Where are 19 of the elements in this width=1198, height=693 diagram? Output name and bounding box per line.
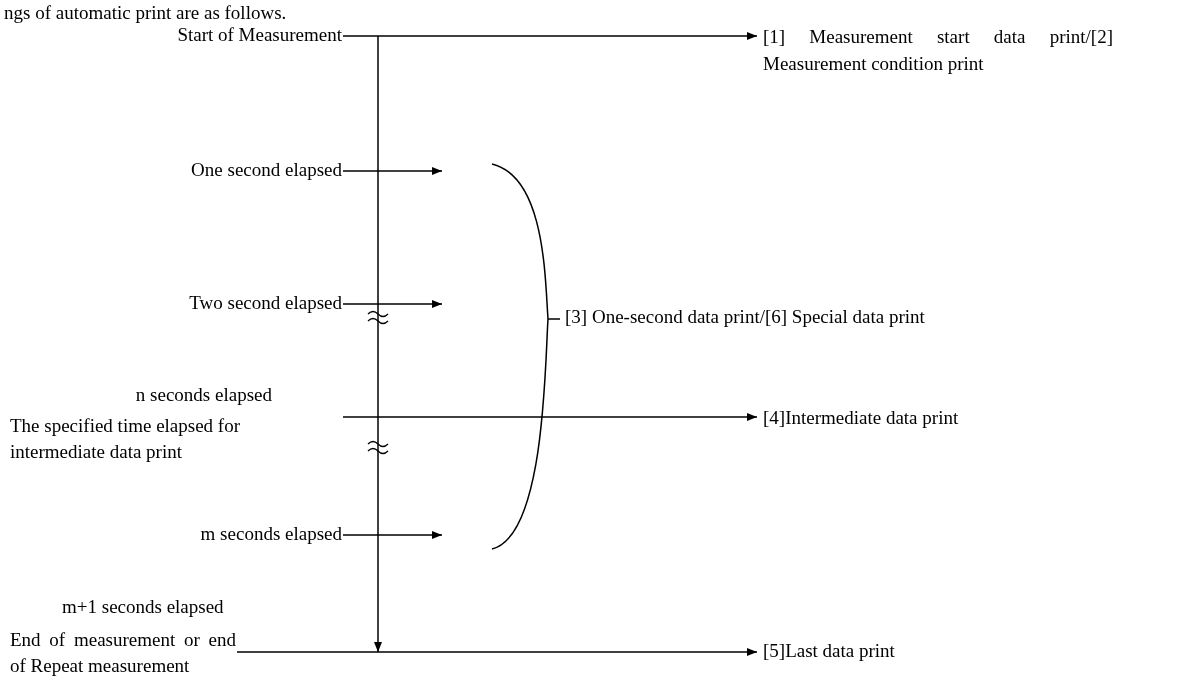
text-line: m+1 seconds elapsed <box>61 595 225 619</box>
text-line: [1] Measurement start data print/[2] Measurement condition print <box>763 25 1113 76</box>
text-line: Start of Measurement <box>176 23 342 47</box>
arrow <box>342 531 443 539</box>
text-line: n seconds elapsed <box>134 383 273 407</box>
text-line: [5]Last data print <box>763 639 896 663</box>
text-line: One second elapsed <box>190 158 342 182</box>
text-line: [4]Intermediate data print <box>763 406 960 430</box>
text-line: Two second elapsed <box>188 291 342 315</box>
text-line: m seconds elapsed <box>199 522 342 546</box>
text-line: The specified time elapsed for intermediate data print <box>10 413 241 465</box>
text-line: [3] One-second data print/[6] Special data print <box>565 305 926 329</box>
arrow <box>236 648 758 656</box>
arrow <box>342 32 758 40</box>
arrow <box>342 300 443 308</box>
arrow <box>342 167 443 175</box>
arrow <box>342 413 758 421</box>
heading-text: ngs of automatic print are as follows. <box>4 1 287 25</box>
text-line: End of measurement or end of Repeat measurement <box>10 627 236 679</box>
